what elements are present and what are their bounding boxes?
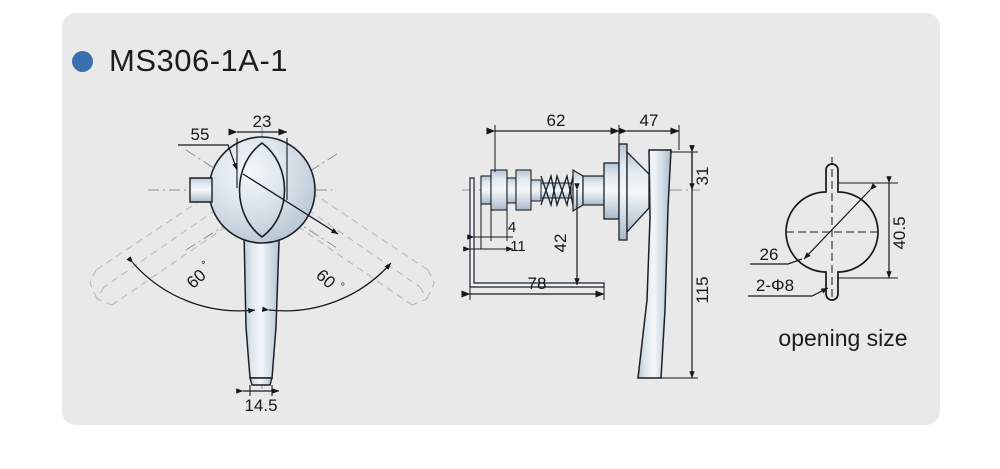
cam-cone xyxy=(572,168,584,213)
dim-31-label: 31 xyxy=(693,167,712,186)
dim-40p5: 40.5 xyxy=(838,176,909,279)
dim-11: 11 xyxy=(463,238,526,255)
dim-26: 26 xyxy=(750,183,877,265)
dim-115-label: 115 xyxy=(693,276,712,303)
dim-55: 55 xyxy=(178,125,339,235)
handle-base-circle xyxy=(208,136,316,244)
opening-size-caption: opening size xyxy=(778,325,907,351)
degree-symbol-left: ° xyxy=(200,259,211,271)
product-title-row: MS306-1A-1 xyxy=(72,43,288,79)
dim-4-label: 4 xyxy=(508,219,516,236)
dim-115: 115 xyxy=(661,145,712,379)
mounting-flange xyxy=(618,143,628,241)
degree-symbol-right: ° xyxy=(335,280,346,292)
dim-11-label: 11 xyxy=(510,238,526,255)
dim-angle-right: 60 ° xyxy=(261,262,392,312)
spring-coil xyxy=(540,173,574,208)
dim-78: 78 xyxy=(461,274,605,300)
product-card-panel xyxy=(62,13,940,425)
handle-boss xyxy=(626,150,650,234)
opening-view: 40.5 26 2-Φ8 opening size xyxy=(748,157,909,351)
side-view: 62 47 31 115 42 xyxy=(461,111,712,379)
dim-14p5: 14.5 xyxy=(236,385,280,415)
base-tab xyxy=(189,177,213,203)
dim-55-label: 55 xyxy=(191,125,210,144)
front-view: 23 55 60 ° 60 ° xyxy=(89,112,435,415)
dim-42: 42 xyxy=(551,183,580,286)
handle-lens xyxy=(238,142,286,238)
dim-4: 4 xyxy=(467,204,516,249)
dim-62: 62 xyxy=(486,111,620,172)
dim-42-label: 42 xyxy=(551,234,570,253)
dim-23-label: 23 xyxy=(253,112,272,131)
dim-26-label: 26 xyxy=(760,245,779,264)
handle-tip xyxy=(249,377,273,386)
threaded-stud-assembly xyxy=(480,169,572,211)
dim-14p5-label: 14.5 xyxy=(244,396,277,415)
dim-47: 47 xyxy=(618,111,680,150)
dim-2-phi-8-label: 2-Φ8 xyxy=(756,276,794,295)
dim-78-label: 78 xyxy=(528,274,547,293)
dim-47-label: 47 xyxy=(640,111,659,130)
bullet-icon xyxy=(72,50,93,72)
dim-62-label: 62 xyxy=(547,111,566,130)
page-title: MS306-1A-1 xyxy=(109,43,289,78)
dim-40p5-label: 40.5 xyxy=(890,216,909,249)
hex-nut xyxy=(603,162,620,220)
dim-2-phi-8: 2-Φ8 xyxy=(748,276,829,297)
dim-angle-left: 60 ° xyxy=(126,256,256,314)
